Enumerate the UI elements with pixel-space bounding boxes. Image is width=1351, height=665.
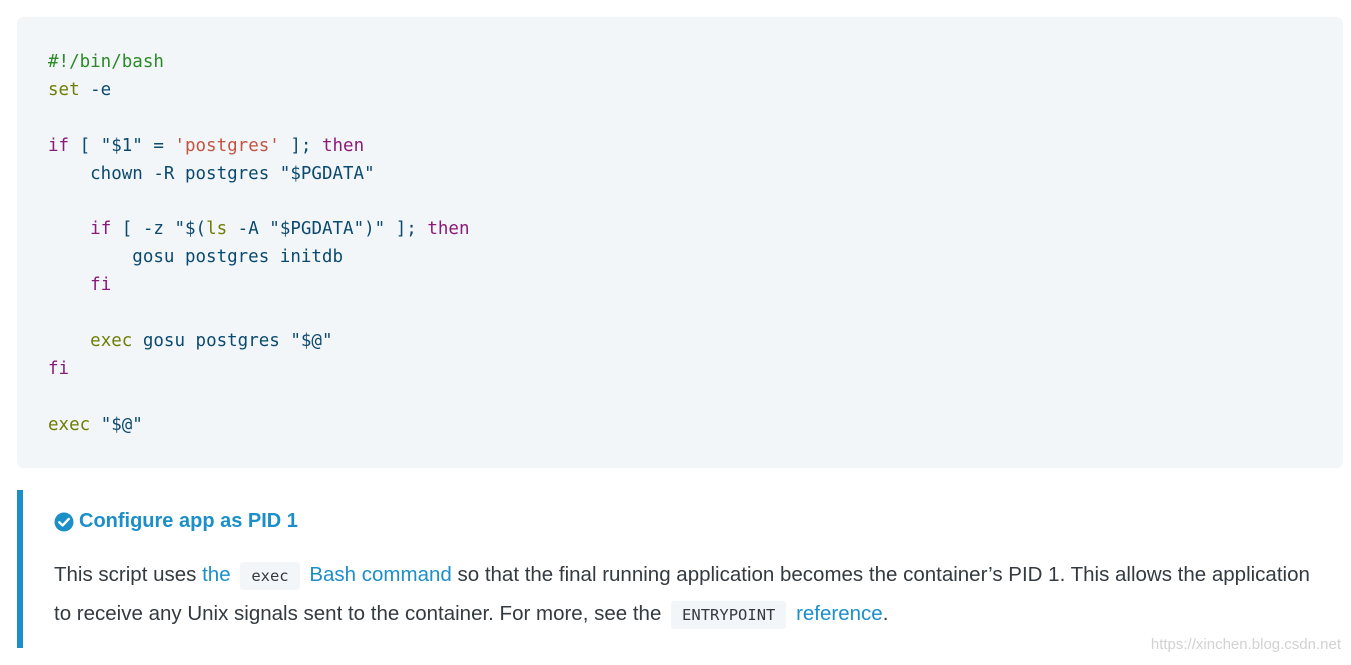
code-token: ]; (279, 135, 322, 156)
code-token (48, 331, 90, 351)
code-line: if [ -z "$(ls -A "$PGDATA")" ]; then (48, 216, 1343, 244)
code-token: set (48, 79, 80, 100)
code-line: gosu postgres initdb (48, 244, 1343, 272)
code-token (48, 219, 90, 239)
code-line (48, 188, 1343, 216)
code-line: fi (48, 356, 1343, 384)
code-token: "$PGDATA" (279, 163, 375, 184)
code-token: chown -R postgres (48, 163, 280, 184)
code-line (48, 384, 1343, 412)
code-line: fi (48, 272, 1343, 300)
code-token: "$1" (100, 135, 143, 156)
code-token: gosu postgres initdb (48, 247, 344, 268)
code-token: if (90, 219, 112, 240)
code-lines: #!/bin/bash set -e if [ "$1" = 'postgres'… (48, 49, 1343, 439)
code-token (48, 275, 90, 295)
code-token: -e (79, 79, 112, 100)
callout-title-text: Configure app as PID 1 (79, 510, 298, 532)
code-block: #!/bin/bash set -e if [ "$1" = 'postgres'… (17, 17, 1343, 468)
check-circle-icon (54, 512, 74, 532)
link-the[interactable]: the (202, 563, 231, 586)
inline-code-exec: exec (240, 562, 300, 590)
code-token: fi (48, 358, 70, 379)
code-token: )" (364, 219, 386, 240)
code-token: "$@" (100, 414, 143, 435)
code-line: exec gosu postgres "$@" (48, 328, 1343, 356)
code-line (48, 105, 1343, 133)
code-token: then (427, 219, 470, 240)
code-token: gosu postgres (132, 330, 291, 351)
code-token: -A (227, 219, 270, 240)
code-token: "$@" (290, 330, 333, 351)
code-token (90, 415, 101, 435)
code-line: #!/bin/bash (48, 49, 1343, 77)
code-token: "$PGDATA" (269, 219, 365, 240)
code-token: 'postgres' (174, 135, 280, 156)
callout-body: This script uses the exec Bash command s… (54, 556, 1324, 634)
link-reference[interactable]: reference (796, 602, 883, 625)
code-line: chown -R postgres "$PGDATA" (48, 161, 1343, 189)
watermark: https://xinchen.blog.csdn.net (1150, 636, 1341, 653)
inline-code-entrypoint: ENTRYPOINT (671, 601, 787, 629)
code-token: = (142, 135, 175, 156)
code-token: [ (69, 135, 101, 156)
code-token: ls (206, 219, 228, 240)
code-line: exec "$@" (48, 412, 1343, 440)
code-token: ]; (385, 219, 428, 240)
code-token: then (321, 135, 365, 156)
code-token: #!/bin/bash (48, 52, 164, 72)
code-token: if (48, 135, 70, 156)
code-token: [ -z (111, 219, 175, 240)
code-line (48, 300, 1343, 328)
callout-title: Configure app as PID 1 (54, 510, 298, 533)
code-line: set -e (48, 77, 1343, 105)
code-token: fi (90, 275, 112, 296)
link-bash-command[interactable]: Bash command (309, 563, 452, 586)
body-text-2: so that the final running application be… (54, 563, 1310, 625)
code-line: if [ "$1" = 'postgres' ]; then (48, 133, 1343, 161)
code-token: exec (90, 330, 133, 351)
body-text-1: This script uses (54, 563, 203, 586)
code-token: "$( (174, 219, 207, 240)
body-text-3: . (882, 602, 889, 625)
tip-callout: Configure app as PID 1 This script uses … (17, 490, 1343, 648)
code-token: exec (48, 414, 91, 435)
